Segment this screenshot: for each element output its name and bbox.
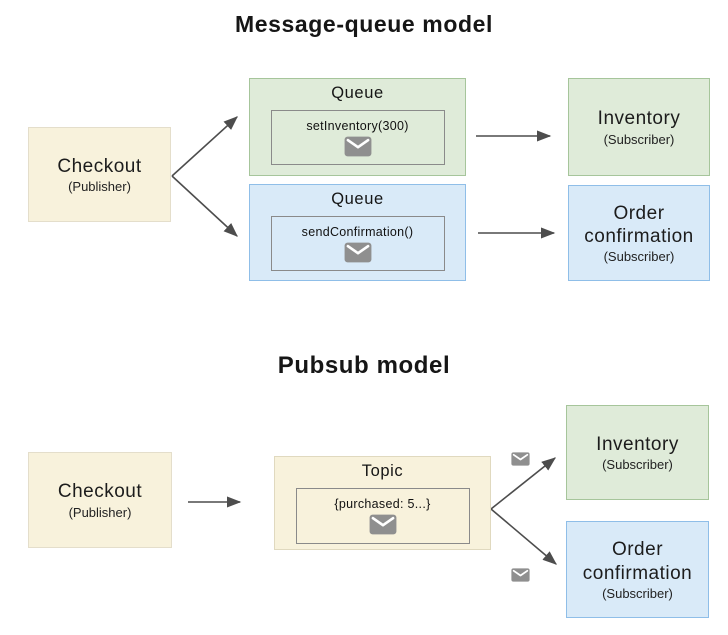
publisher-role-label: (Publisher): [68, 504, 132, 520]
subscriber-name-label: Order confirmation: [584, 202, 694, 247]
mq-order-confirmation-subscriber-box: Order confirmation (Subscriber): [568, 185, 710, 281]
subscriber-name-label: Inventory: [596, 433, 679, 455]
email-icon: [369, 514, 397, 535]
subscriber-role-label: (Subscriber): [603, 131, 675, 147]
message-box: sendConfirmation(): [270, 216, 445, 271]
mq-inventory-subscriber-box: Inventory (Subscriber): [568, 78, 710, 176]
topic-title-label: Topic: [361, 462, 404, 480]
queue-title-label: Queue: [331, 84, 384, 102]
arrow-checkout-to-queue-green: [171, 116, 238, 177]
ps-topic-box: Topic {purchased: 5...}: [274, 456, 491, 550]
message-queue-model-title: Message-queue model: [234, 11, 494, 37]
message-text-label: setInventory(300): [306, 118, 409, 133]
email-icon: [344, 136, 372, 157]
mq-queue-blue-box: Queue sendConfirmation(): [249, 184, 466, 281]
ps-checkout-publisher-box: Checkout (Publisher): [28, 452, 172, 548]
queue-title-label: Queue: [331, 190, 384, 208]
email-icon: [511, 452, 530, 466]
subscriber-role-label: (Subscriber): [602, 457, 673, 473]
arrow-topic-to-order-confirmation: [490, 508, 557, 565]
subscriber-name-label: Inventory: [597, 108, 681, 130]
subscriber-role-label: (Subscriber): [603, 249, 675, 265]
subscriber-name-label: Order confirmation: [582, 539, 693, 584]
message-box: {purchased: 5...}: [295, 488, 470, 544]
email-icon: [511, 568, 530, 582]
publisher-name-label: Checkout: [57, 481, 143, 503]
pubsub-model-title: Pubsub model: [277, 352, 451, 379]
arrow-checkout-to-queue-blue: [171, 175, 238, 237]
publisher-role-label: (Publisher): [68, 179, 131, 195]
email-icon: [344, 242, 372, 263]
mq-checkout-publisher-box: Checkout (Publisher): [28, 127, 171, 222]
mq-queue-green-box: Queue setInventory(300): [249, 78, 466, 176]
ps-inventory-subscriber-box: Inventory (Subscriber): [566, 405, 709, 500]
message-text-label: sendConfirmation(): [301, 224, 414, 239]
subscriber-role-label: (Subscriber): [602, 585, 673, 601]
message-box: setInventory(300): [270, 110, 445, 165]
message-text-label: {purchased: 5...}: [334, 497, 431, 511]
ps-order-confirmation-subscriber-box: Order confirmation (Subscriber): [566, 521, 709, 618]
publisher-name-label: Checkout: [57, 155, 142, 177]
